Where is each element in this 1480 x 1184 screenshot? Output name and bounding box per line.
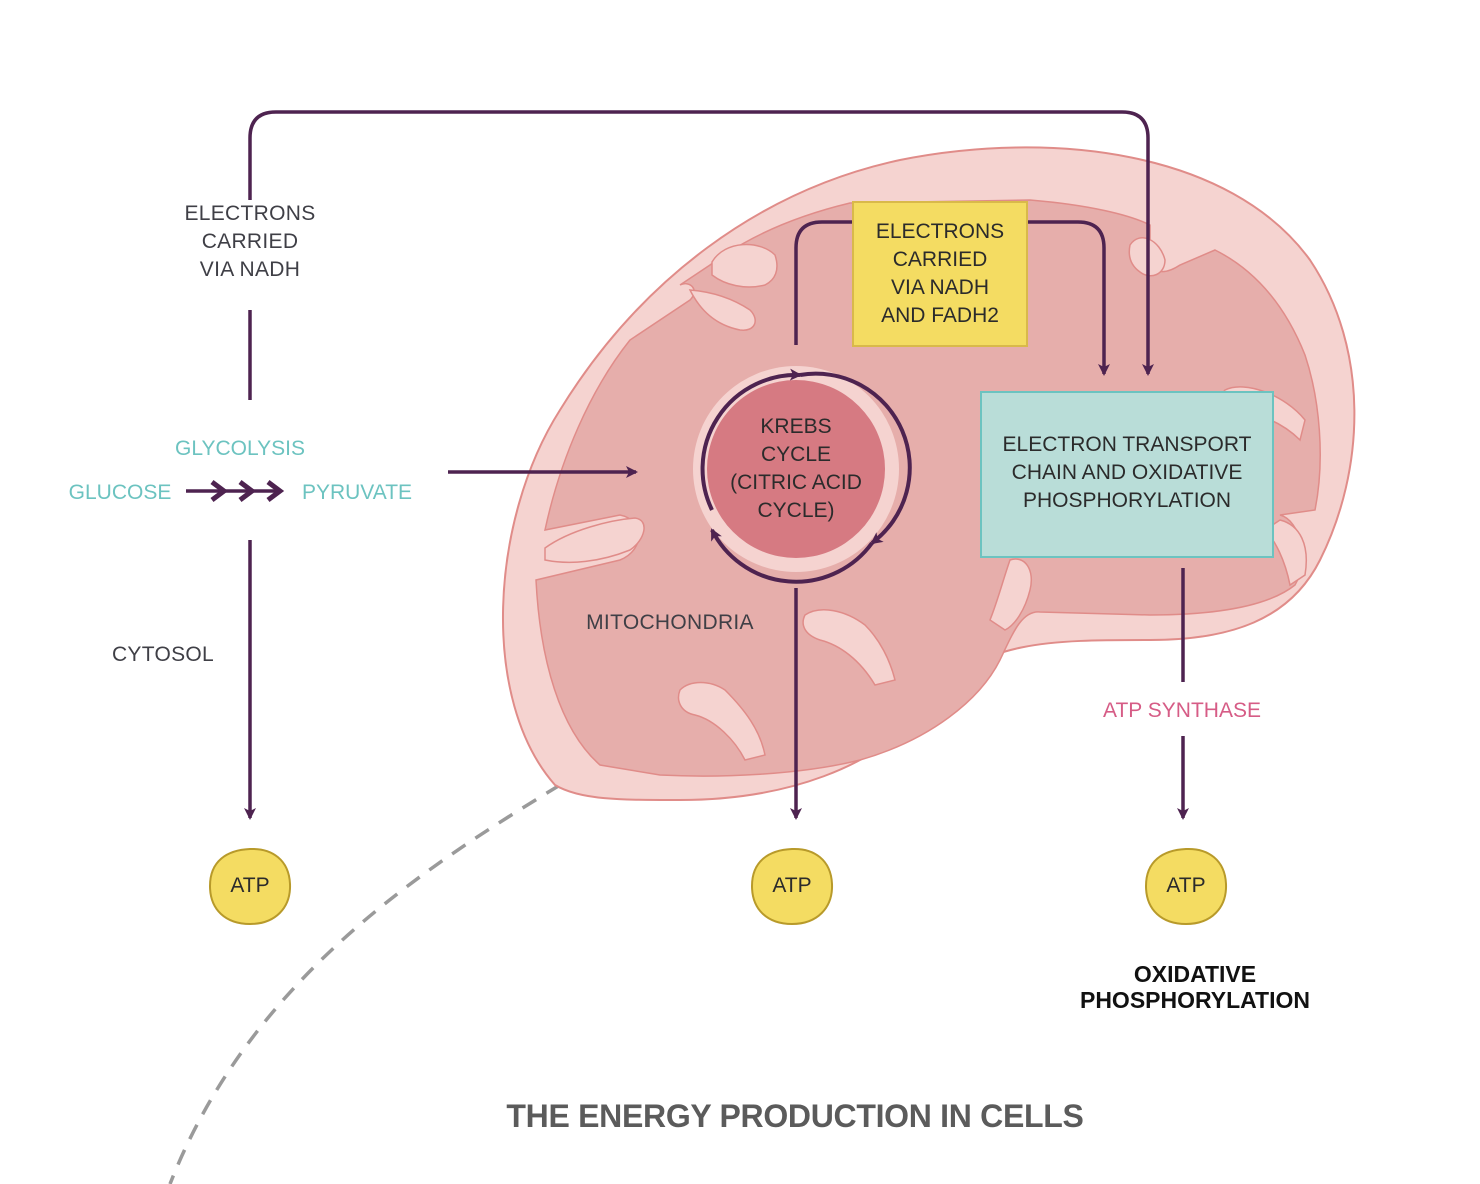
krebs-cycle-label: KREBS CYCLE (CITRIC ACID CYCLE): [716, 413, 876, 525]
electron-transport-chain-box: [980, 391, 1274, 558]
glucose-to-pyruvate-arrow: [186, 480, 285, 502]
electrons-nadh-fadh2-label: ELECTRONS CARRIED VIA NADH AND FADH2: [852, 218, 1028, 330]
atp-synthase-label: ATP SYNTHASE: [1103, 699, 1261, 722]
electrons-via-nadh-label: ELECTRONS CARRIED VIA NADH: [150, 200, 350, 284]
mitochondria-label: MITOCHONDRIA: [586, 611, 754, 634]
cell-membrane-dashed-curve: [168, 783, 561, 1184]
electrons-line-2: CARRIED: [201, 230, 299, 253]
krebs-line-3: (CITRIC ACID: [730, 471, 862, 494]
glucose-label: GLUCOSE: [68, 481, 172, 504]
electrons-box-line-1: ELECTRONS: [875, 220, 1005, 243]
nadh-electron-flow-arrow: [248, 110, 1154, 376]
electrons-nadh-fadh2-box: [852, 201, 1028, 347]
etc-line-2: CHAIN AND OXIDATIVE: [1011, 461, 1243, 484]
mitochondrion-inner-matrix: [535, 199, 1321, 777]
cytosol-label: CYTOSOL: [111, 643, 215, 666]
atp-krebs: ATP: [749, 846, 835, 926]
atp-blob-icon: [1144, 847, 1228, 926]
atp-glycolysis: ATP: [207, 846, 293, 926]
krebs-line-2: CYCLE: [760, 443, 832, 466]
electrons-line-3: VIA NADH: [199, 258, 301, 281]
krebs-cycle-arrow-right: [799, 371, 912, 545]
oxidative-line-2: PHOSPHORYLATION: [1079, 987, 1310, 1013]
atp-glycolysis-label: ATP: [230, 874, 270, 897]
krebs-cycle-core: [707, 380, 885, 558]
electrons-box-line-4: AND FADH2: [881, 304, 999, 327]
oxidative-line-1: OXIDATIVE: [1133, 961, 1257, 987]
atp-blob-icon: [750, 847, 834, 926]
krebs-line-4: CYCLE): [757, 499, 835, 522]
electrons-box-line-2: CARRIED: [892, 248, 988, 271]
pyruvate-label: PYRUVATE: [301, 481, 413, 504]
electrons-box-line-3: VIA NADH: [890, 276, 990, 299]
atp-blob-icon: [208, 847, 292, 926]
krebs-cycle-arrow-bottom: [710, 528, 874, 584]
atp-oxidative: ATP: [1143, 846, 1229, 926]
glycolysis-label: GLYCOLYSIS: [175, 437, 305, 460]
atp-oxidative-label: ATP: [1166, 874, 1206, 897]
krebs-cycle-arrow-top: [700, 368, 802, 511]
etc-line-3: PHOSPHORYLATION: [1022, 489, 1232, 512]
diagram-title: THE ENERGY PRODUCTION IN CELLS: [506, 1098, 1084, 1134]
atp-krebs-label: ATP: [772, 874, 812, 897]
oxidative-phosphorylation-caption: OXIDATIVE PHOSPHORYLATION: [1050, 961, 1340, 1013]
krebs-line-1: KREBS: [760, 415, 832, 438]
electron-transport-chain-label: ELECTRON TRANSPORT CHAIN AND OXIDATIVE P…: [980, 431, 1274, 515]
electrons-line-1: ELECTRONS: [184, 202, 316, 225]
etc-line-1: ELECTRON TRANSPORT: [1002, 433, 1252, 456]
